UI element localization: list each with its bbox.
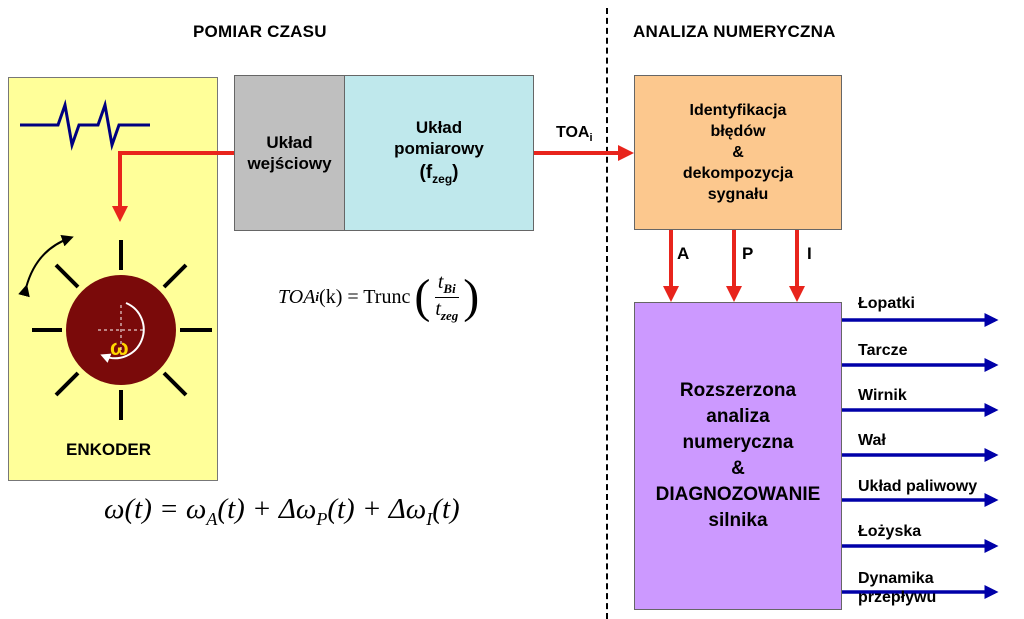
input-circuit-box: Układ wejściowy <box>234 75 345 231</box>
toa-fraction-numerator: tBi <box>434 270 459 298</box>
clock-frequency: (fzeg) <box>419 161 459 186</box>
ident-line-3: & <box>732 144 744 161</box>
toa-fraction: tBi tzeg <box>432 271 461 324</box>
engine-diagnosis-box: Rozszerzona analiza numeryczna & DIAGNOZ… <box>634 302 842 610</box>
diag-line-2: analiza <box>706 406 770 427</box>
omega-mid1: (t) + Δω <box>217 493 317 525</box>
toa-label: TOAi <box>556 124 593 144</box>
omega-sub-i: I <box>426 508 433 529</box>
den-t: t <box>435 297 441 320</box>
error-identification-box: Identyfikacja błędów & dekompozycja sygn… <box>634 75 842 230</box>
diag-line-3: numeryczna <box>682 432 794 453</box>
measure-box-line1: Układ <box>415 117 463 137</box>
den-sub: zeg <box>440 307 459 323</box>
output-label-7: Dynamika przepływu <box>858 570 937 606</box>
ident-line-5: sygnału <box>707 186 769 203</box>
input-box-line2: wejściowy <box>247 154 332 173</box>
signal-waveform-icon <box>20 99 150 151</box>
toa-label-sub: i <box>589 132 593 145</box>
toa-formula-lhs: TOA <box>278 285 316 308</box>
heading-time-measurement: POMIAR CZASU <box>193 22 327 41</box>
label-i: I <box>807 244 812 263</box>
output-label-1: Łopatki <box>858 295 915 312</box>
input-box-line1: Układ <box>266 133 313 152</box>
clock-frequency-sub: zeg <box>432 171 453 186</box>
diag-line-4: & <box>731 458 745 479</box>
num-t: t <box>437 270 444 293</box>
toa-formula-lhs-sub: i <box>315 289 320 304</box>
rotation-direction-icon <box>100 302 145 363</box>
ident-line-4: dekompozycja <box>682 165 794 182</box>
omega-mid2: (t) + Δω <box>327 493 427 525</box>
num-sub: Bi <box>443 280 456 296</box>
right-paren: ) <box>463 270 480 323</box>
toa-fraction-denominator: tzeg <box>432 298 461 324</box>
output-label-2: Tarcze <box>858 342 908 359</box>
output-label-5: Układ paliwowy <box>858 478 978 495</box>
encoder-label: ENKODER <box>66 440 152 459</box>
ident-line-1: Identyfikacja <box>689 102 787 119</box>
diag-line-1: Rozszerzona <box>679 380 797 401</box>
omega-sub-p: P <box>316 508 328 529</box>
omega-formula: ω(t) = ωA(t) + ΔωP(t) + ΔωI(t) <box>104 493 460 530</box>
bidirectional-rotation-icon <box>18 235 74 298</box>
encoder-feed-arrow <box>112 151 234 222</box>
section-divider <box>606 8 608 619</box>
output-label-6: Łożyska <box>858 523 922 540</box>
label-p: P <box>742 244 754 263</box>
ident-line-2: błędów <box>710 123 766 140</box>
clock-frequency-symbol: f <box>425 161 433 183</box>
heading-numerical-analysis: ANALIZA NUMERYCZNA <box>633 22 836 41</box>
output-label-3: Wirnik <box>858 387 907 404</box>
omega-lhs: ω(t) = ω <box>104 493 207 525</box>
output-label-4: Wał <box>858 432 886 449</box>
measure-box-line2: pomiarowy <box>394 138 484 158</box>
label-a: A <box>677 244 690 263</box>
left-paren: ( <box>414 270 431 323</box>
toa-label-main: TOA <box>556 124 590 141</box>
omega-sub-a: A <box>206 508 218 529</box>
omega-end: (t) <box>432 493 460 525</box>
output-arrows <box>842 313 999 599</box>
diag-line-5: DIAGNOZOWANIE <box>655 484 821 505</box>
toa-formula-arg: (k) = Trunc <box>319 285 411 308</box>
diag-line-6: silnika <box>708 510 768 531</box>
measurement-circuit-box: Układ pomiarowy (fzeg) <box>344 75 534 231</box>
omega-symbol: ω <box>110 335 129 360</box>
